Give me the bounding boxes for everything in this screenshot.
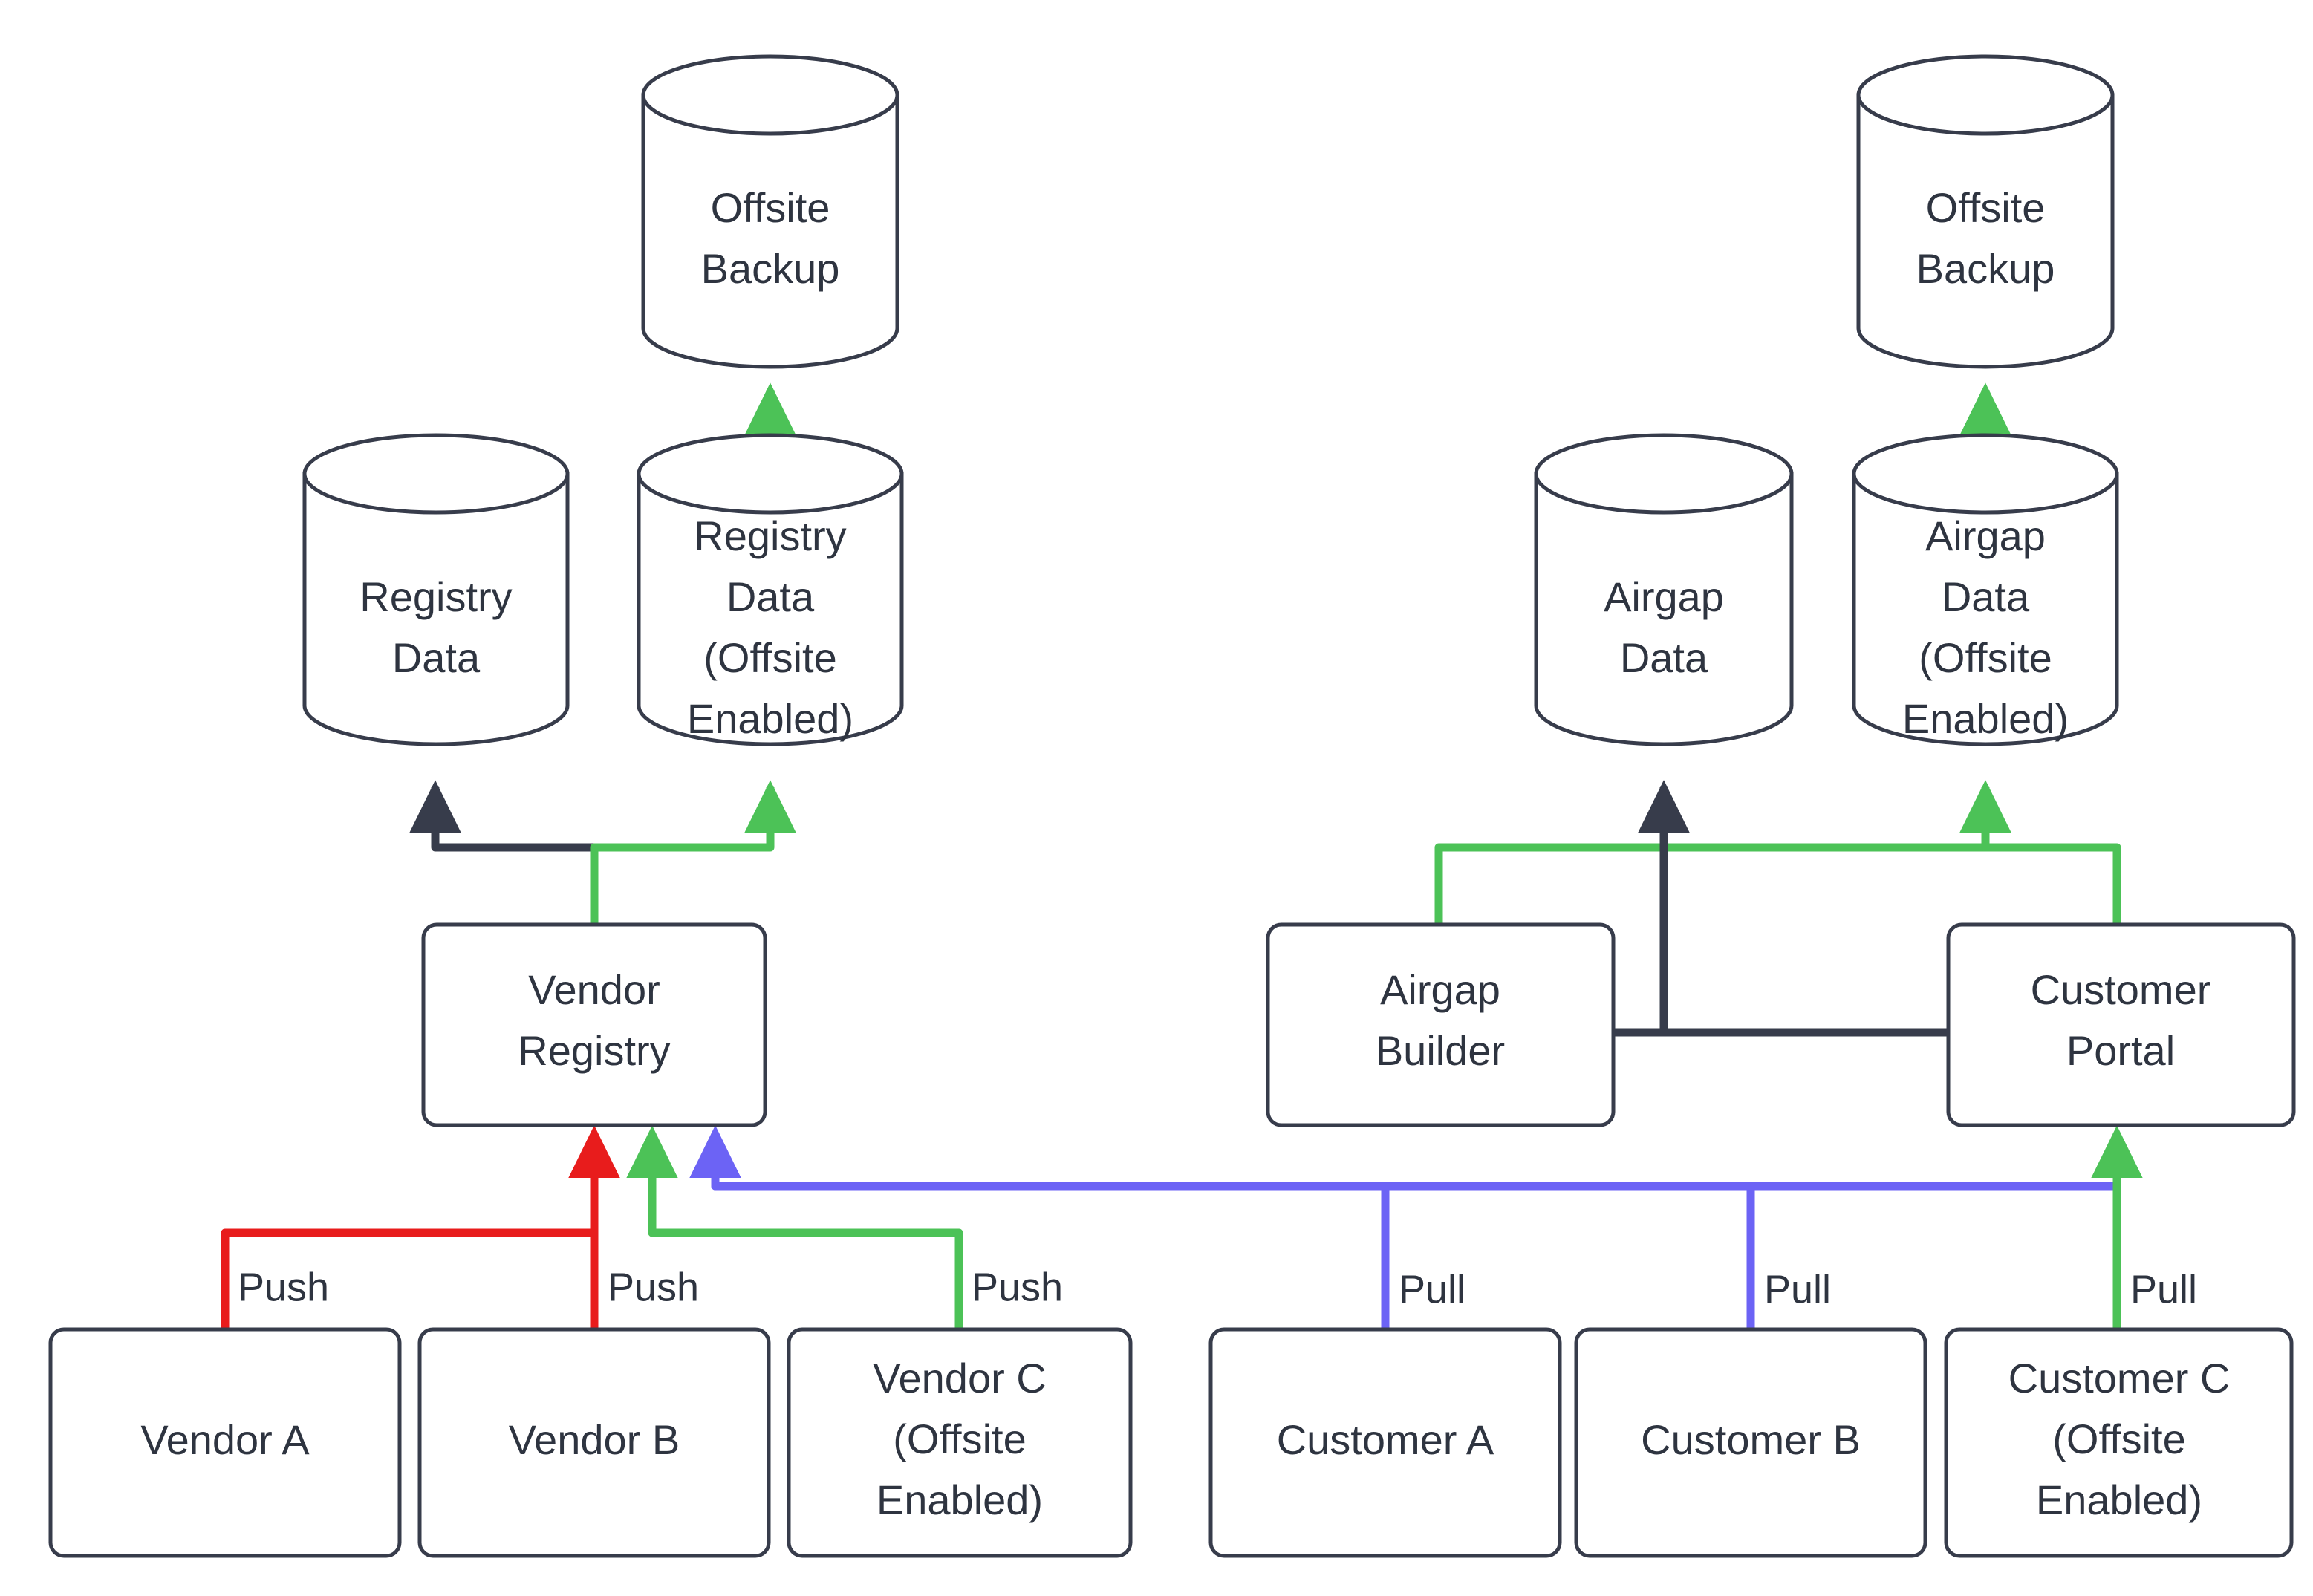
edge-label-customer-a-pull: Pull	[1399, 1267, 1465, 1312]
edge-label-vendor-a-push: Push	[238, 1265, 329, 1309]
node-label: (Offsite	[893, 1416, 1026, 1462]
edge-customer-portal-to-airgap-data	[1638, 780, 1948, 1037]
edge-customer-portal-to-airgap-data-offsite	[1959, 780, 2121, 925]
node-label: Customer C	[2008, 1355, 2231, 1401]
edge-airgap-builder-to-airgap-data	[1613, 780, 1690, 1037]
edge-airgap-builder-to-airgap-data-offsite	[1434, 780, 2011, 925]
edge-label-vendor-c-push: Push	[972, 1265, 1063, 1309]
node-label: Data	[726, 573, 815, 620]
node-vendor-registry[interactable]: Vendor Registry	[421, 922, 767, 1127]
node-label: Offsite	[711, 184, 830, 231]
node-label: Backup	[1916, 245, 2055, 292]
node-vendor-a[interactable]: Vendor A	[48, 1327, 402, 1558]
node-label: Portal	[2066, 1027, 2175, 1074]
node-customer-portal[interactable]: Customer Portal	[1946, 922, 2296, 1127]
node-customer-b[interactable]: Customer B	[1574, 1327, 1928, 1558]
node-airgap-data-offsite[interactable]: Airgap Data (Offsite Enabled)	[1852, 433, 2119, 746]
edge-label-customer-b-pull: Pull	[1764, 1267, 1831, 1312]
node-label: (Offsite	[2052, 1416, 2185, 1462]
node-label: Customer B	[1641, 1416, 1861, 1463]
node-label: Vendor B	[509, 1416, 680, 1463]
node-airgap-data[interactable]: Airgap Data	[1534, 433, 1794, 746]
node-label: Backup	[701, 245, 840, 292]
node-label: Enabled)	[876, 1476, 1043, 1523]
node-label: (Offsite	[1919, 634, 2052, 681]
edge-vendor-c-to-vendor-registry	[626, 1125, 963, 1329]
node-label: Airgap	[1604, 573, 1724, 620]
node-label: Offsite	[1926, 184, 2046, 231]
node-vendor-c[interactable]: Vendor C (Offsite Enabled)	[787, 1327, 1133, 1558]
node-offsite-backup-right[interactable]: Offsite Backup	[1856, 54, 2115, 369]
node-label: Customer	[2031, 966, 2211, 1013]
node-label: Customer A	[1277, 1416, 1494, 1463]
node-label: Vendor	[528, 966, 660, 1013]
node-label: Enabled)	[2036, 1476, 2202, 1523]
node-label: Enabled)	[687, 695, 853, 742]
node-label: Data	[392, 634, 481, 681]
edge-label-vendor-b-push: Push	[608, 1265, 699, 1309]
node-label: Data	[1942, 573, 2030, 620]
edge-label-customer-c-pull: Pull	[2130, 1267, 2197, 1312]
edge-vendor-registry-to-registry-data-offsite	[590, 780, 796, 925]
node-customer-a[interactable]: Customer A	[1208, 1327, 1562, 1558]
edge-vendor-registry-to-registry-data	[409, 780, 599, 925]
node-label: Registry	[360, 573, 512, 620]
node-label: Data	[1620, 634, 1708, 681]
node-registry-data[interactable]: Registry Data	[302, 433, 570, 746]
node-registry-data-offsite[interactable]: Registry Data (Offsite Enabled)	[637, 433, 904, 746]
node-vendor-b[interactable]: Vendor B	[417, 1327, 771, 1558]
node-label: Registry	[518, 1027, 670, 1074]
node-label: Vendor A	[140, 1416, 310, 1463]
node-customer-c[interactable]: Customer C (Offsite Enabled)	[1944, 1327, 2294, 1558]
node-label: Builder	[1376, 1027, 1505, 1074]
node-label: Airgap	[1925, 512, 2046, 559]
node-label: Vendor C	[873, 1355, 1047, 1401]
node-label: Enabled)	[1902, 695, 2069, 742]
node-label: Registry	[694, 512, 846, 559]
node-offsite-backup-left[interactable]: Offsite Backup	[641, 54, 900, 369]
node-label: Airgap	[1380, 966, 1500, 1013]
node-label: (Offsite	[703, 634, 836, 681]
node-airgap-builder[interactable]: Airgap Builder	[1266, 922, 1616, 1127]
